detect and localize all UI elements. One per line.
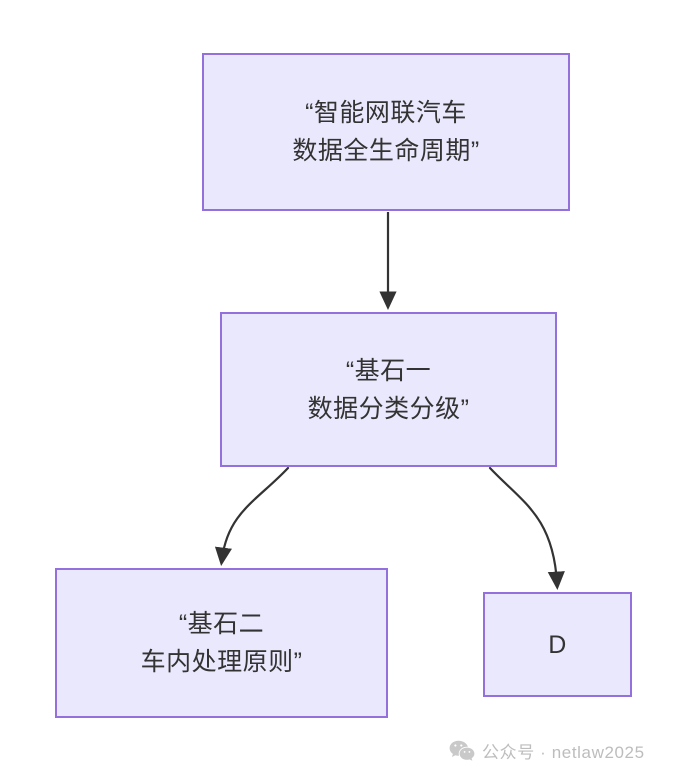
watermark: 公众号 · netlaw2025 — [449, 738, 645, 763]
edge-pillar-one-to-d — [488, 466, 565, 591]
node-d[interactable]: D — [483, 592, 632, 697]
node-root-line-2: 数据全生命周期” — [292, 137, 480, 165]
node-pillar-one-line-1: “基石一 — [345, 356, 432, 385]
node-pillar-one-line-2: 数据分类分级” — [307, 394, 470, 423]
node-pillar-two[interactable]: “基石二 车内处理原则” — [55, 568, 388, 718]
node-root-line-1: “智能网联汽车 — [305, 99, 467, 127]
node-pillar-two-line-2: 车内处理原则” — [140, 648, 303, 676]
edge-pillar-one-to-pillar-two — [214, 466, 290, 566]
watermark-text: 公众号 · netlaw2025 — [482, 743, 645, 762]
node-pillar-one[interactable]: “基石一 数据分类分级” — [220, 312, 557, 467]
node-pillar-two-line-1: “基石二 — [178, 610, 265, 638]
node-d-label: D — [548, 630, 567, 659]
wechat-icon — [449, 740, 475, 762]
node-root[interactable]: “智能网联汽车 数据全生命周期” — [202, 53, 570, 211]
